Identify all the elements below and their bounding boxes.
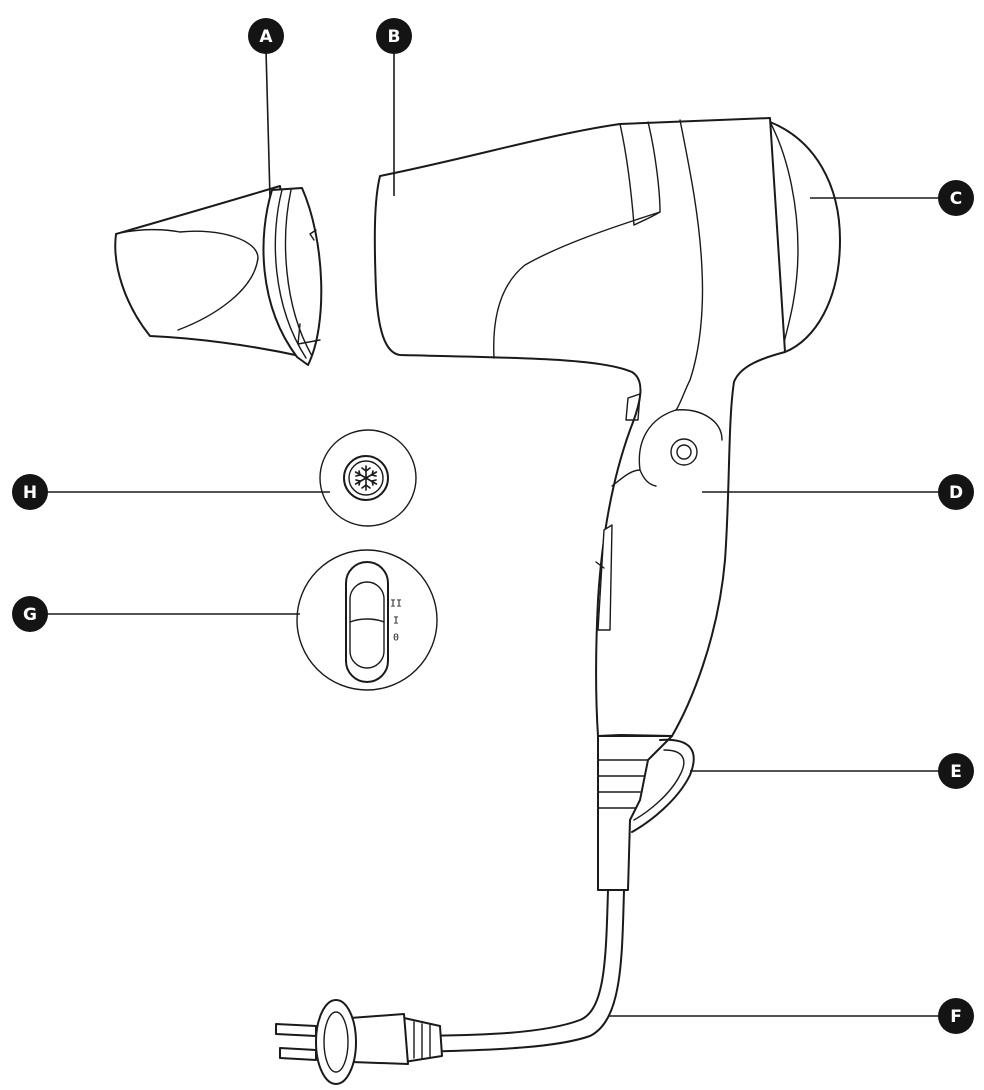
power-switch-detail: II I 0	[296, 549, 438, 691]
callout-h: H	[12, 474, 48, 510]
callout-h-label: H	[23, 483, 37, 503]
callout-a-label: A	[259, 27, 273, 47]
power-cord	[419, 889, 625, 1053]
callout-b-label: B	[388, 27, 401, 47]
callout-d: D	[938, 474, 974, 510]
leader-lines	[30, 49, 946, 1017]
switch-mark-high: II	[390, 599, 402, 610]
callout-e: E	[938, 753, 974, 789]
cool-shot-detail	[319, 429, 417, 527]
plug-icon	[275, 999, 443, 1085]
switch-mark-low: I	[393, 616, 399, 627]
callout-b: B	[376, 18, 412, 54]
switch-mark-off: 0	[393, 633, 399, 644]
callout-c-label: C	[950, 189, 962, 209]
callout-g-label: G	[23, 605, 37, 625]
callout-a: A	[248, 18, 284, 54]
hanging-loop	[631, 738, 695, 833]
nozzle	[114, 185, 323, 366]
callout-d-label: D	[949, 483, 963, 503]
dryer-body	[373, 117, 841, 891]
snowflake-icon	[354, 465, 378, 491]
leader-a	[265, 49, 271, 199]
callout-c: C	[938, 180, 974, 216]
callout-e-label: E	[950, 762, 962, 782]
callout-f: F	[938, 998, 974, 1034]
callout-f-label: F	[950, 1007, 962, 1027]
callout-g: G	[12, 596, 48, 632]
